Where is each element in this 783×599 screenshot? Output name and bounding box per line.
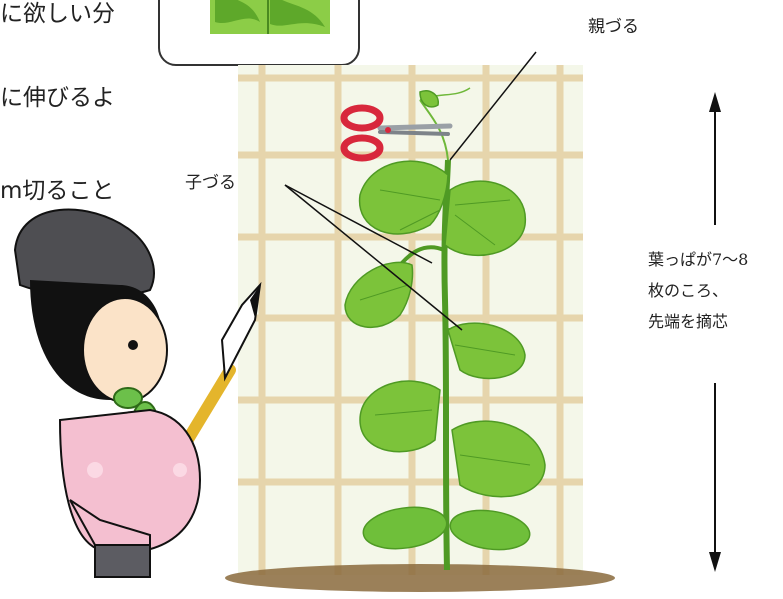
inset-leaves (210, 0, 330, 34)
leaf (447, 322, 526, 380)
side-vines-label: 子づる (185, 173, 236, 193)
text-line-3: m切ること (0, 178, 115, 204)
leaf (451, 420, 546, 498)
soil (225, 564, 615, 592)
arrow-down-icon (709, 552, 721, 572)
text-line-1: に欲しい分 (0, 1, 115, 27)
cotyledons (362, 506, 531, 551)
main-stem (441, 159, 451, 571)
character-illustration (13, 208, 262, 578)
leaf (444, 180, 526, 257)
arrow-up-icon (709, 92, 721, 112)
pinching-note-line-2: 枚のころ、 (648, 281, 729, 300)
side-vine-pointer (284, 184, 433, 264)
side-vine-pointer (284, 184, 463, 331)
scissors-icon (340, 104, 453, 162)
pinching-note-line-1: 葉っぱが7〜8 (648, 250, 749, 269)
leaf (359, 380, 441, 453)
leaf (358, 160, 449, 235)
leaf (344, 261, 414, 329)
leaf (419, 90, 439, 108)
main-vine-label: 親づる (588, 17, 639, 37)
text-line-2: に伸びるよ (0, 85, 115, 111)
pinching-note-line-3: 先端を摘芯 (648, 312, 729, 331)
trellis (238, 65, 583, 575)
pinching-note: 葉っぱが7〜8 枚のころ、 先端を摘芯 (648, 244, 748, 337)
main-vine-pointer (449, 51, 537, 161)
